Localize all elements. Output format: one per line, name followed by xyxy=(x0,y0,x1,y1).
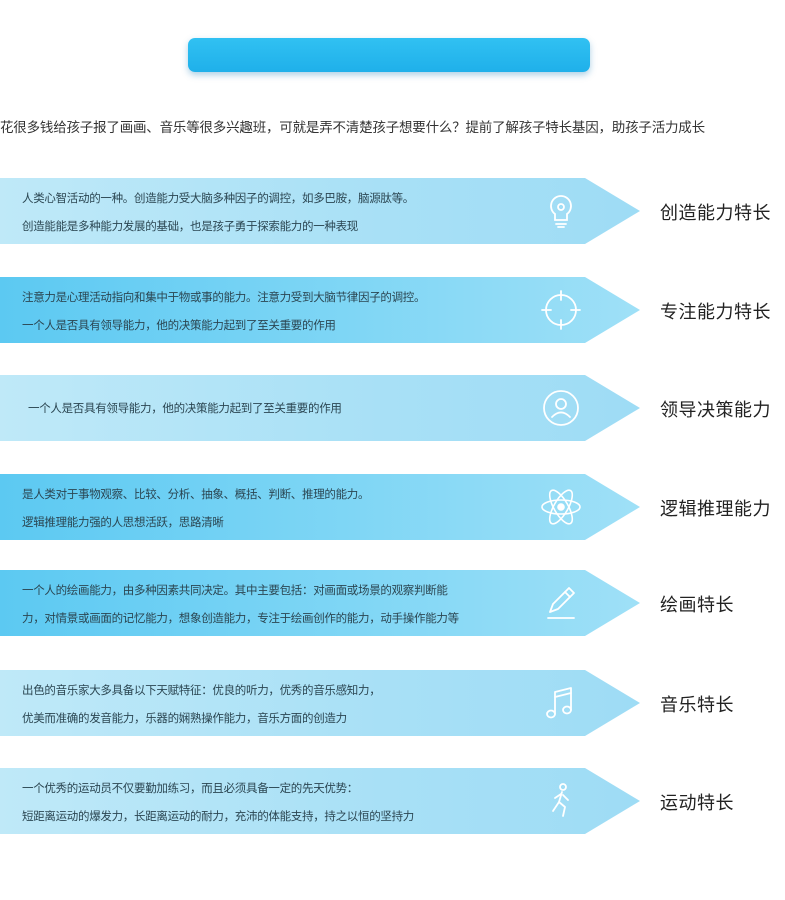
atom-icon xyxy=(536,482,586,532)
pencil-icon xyxy=(536,578,586,628)
talent-row-focus: 注意力是心理活动指向和集中于物或事的能力。注意力受到大脑节律因子的调控。 一个人… xyxy=(0,277,785,343)
talent-label: 创造能力特长 xyxy=(660,203,771,224)
arrow-banner xyxy=(0,375,640,441)
talent-row-drawing: 一个人的绘画能力，由多种因素共同决定。其中主要包括：对画面或场景的观察判断能 力… xyxy=(0,570,785,636)
arrow-banner xyxy=(0,277,640,343)
description-line-2: 短距离运动的爆发力，长距离运动的耐力，充沛的体能支持，持之以恒的坚持力 xyxy=(22,809,414,823)
description-line-1: 是人类对于事物观察、比较、分析、抽象、概括、判断、推理的能力。 xyxy=(22,487,370,501)
talent-row-logic: 是人类对于事物观察、比较、分析、抽象、概括、判断、推理的能力。 逻辑推理能力强的… xyxy=(0,474,785,540)
arrow-banner xyxy=(0,768,640,834)
talent-label: 绘画特长 xyxy=(660,595,734,616)
talent-row-sports: 一个优秀的运动员不仅要勤加练习，而且必须具备一定的先天优势： 短距离运动的爆发力… xyxy=(0,768,785,834)
talent-row-music: 出色的音乐家大多具备以下天赋特征：优良的听力，优秀的音乐感知力， 优美而准确的发… xyxy=(0,670,785,736)
crosshair-icon xyxy=(536,285,586,335)
arrow-banner xyxy=(0,178,640,244)
description-line-2: 逻辑推理能力强的人思想活跃，思路清晰 xyxy=(22,515,224,529)
description-line-1: 一个优秀的运动员不仅要勤加练习，而且必须具备一定的先天优势： xyxy=(22,781,358,795)
intro-text: 花很多钱给孩子报了画画、音乐等很多兴趣班，可就是弄不清楚孩子想要什么？提前了解孩… xyxy=(0,120,705,136)
talent-label: 专注能力特长 xyxy=(660,302,771,323)
talent-label: 领导决策能力 xyxy=(660,400,771,421)
talent-label: 逻辑推理能力 xyxy=(660,499,771,520)
lightbulb-icon xyxy=(536,186,586,236)
description-line-2: 创造能能是多种能力发展的基础，也是孩子勇于探索能力的一种表现 xyxy=(22,219,358,233)
description-line-2: 一个人是否具有领导能力，他的决策能力起到了至关重要的作用 xyxy=(22,318,336,332)
header-banner xyxy=(188,38,590,72)
talent-label: 音乐特长 xyxy=(660,695,734,716)
arrow-banner xyxy=(0,570,640,636)
runner-icon xyxy=(536,776,586,826)
talent-row-leadership: 一个人是否具有领导能力，他的决策能力起到了至关重要的作用 领导决策能力 xyxy=(0,375,785,441)
talent-row-creativity: 人类心智活动的一种。创造能力受大脑多种因子的调控，如多巴胺，脑源肽等。 创造能能… xyxy=(0,178,785,244)
talent-label: 运动特长 xyxy=(660,793,734,814)
description-line-1: 一个人的绘画能力，由多种因素共同决定。其中主要包括：对画面或场景的观察判断能 xyxy=(22,583,448,597)
description-line-2: 优美而准确的发音能力，乐器的娴熟操作能力，音乐方面的创造力 xyxy=(22,711,347,725)
music-note-icon xyxy=(536,678,586,728)
user-icon xyxy=(536,383,586,433)
description-line-2: 力，对情景或画面的记忆能力，想象创造能力，专注于绘画创作的能力，动手操作能力等 xyxy=(22,611,459,625)
description-line-1: 注意力是心理活动指向和集中于物或事的能力。注意力受到大脑节律因子的调控。 xyxy=(22,290,426,304)
arrow-banner xyxy=(0,670,640,736)
arrow-banner xyxy=(0,474,640,540)
description-line-1: 一个人是否具有领导能力，他的决策能力起到了至关重要的作用 xyxy=(28,401,342,415)
description-line-1: 人类心智活动的一种。创造能力受大脑多种因子的调控，如多巴胺，脑源肽等。 xyxy=(22,191,414,205)
description-line-1: 出色的音乐家大多具备以下天赋特征：优良的听力，优秀的音乐感知力， xyxy=(22,683,381,697)
